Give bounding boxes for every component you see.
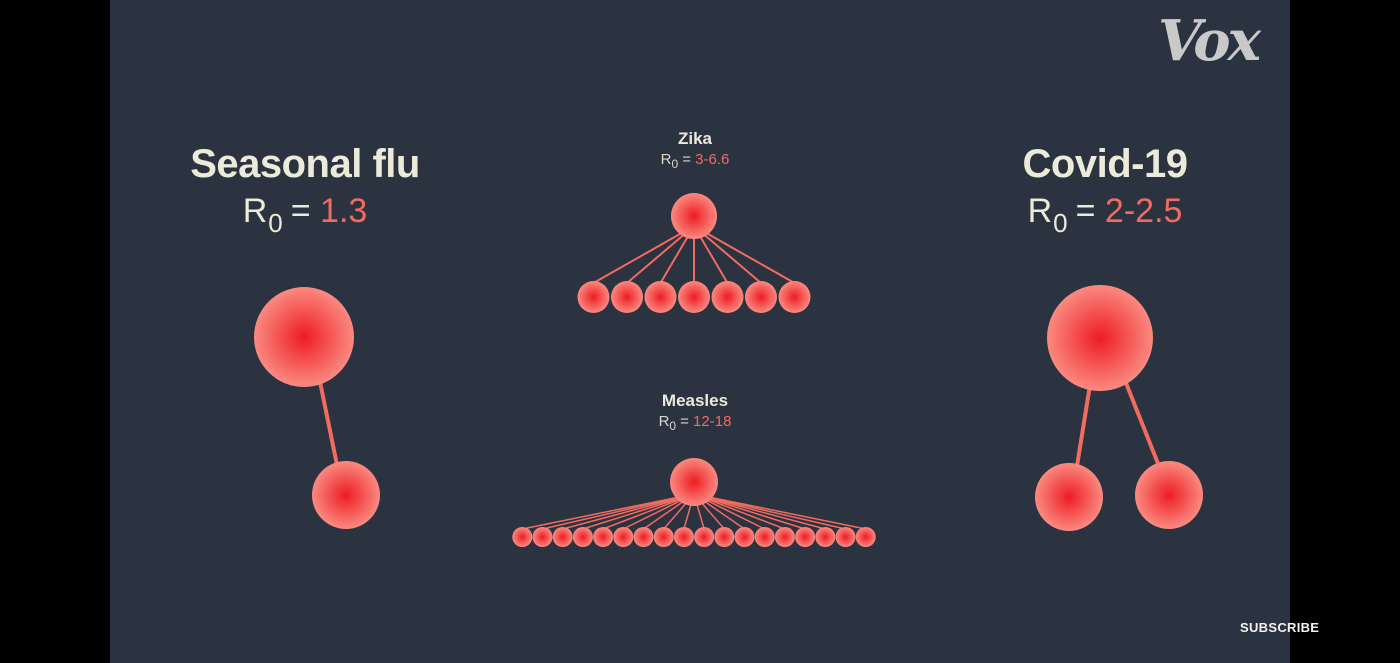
zika-r0-value: 3-6.6 xyxy=(695,151,730,168)
r-label: R xyxy=(660,151,672,168)
measles-link xyxy=(582,493,695,530)
measles-link xyxy=(562,493,695,530)
zika-child-node xyxy=(778,281,811,313)
zika-link xyxy=(593,225,695,284)
covid-r0: R0= 2-2.5 xyxy=(910,192,1300,238)
measles-r0-value: 12-18 xyxy=(693,413,732,430)
measles-child-node xyxy=(855,527,876,547)
measles-link xyxy=(693,493,866,530)
flu-parent-node xyxy=(254,287,354,387)
zika-child-node xyxy=(745,281,777,313)
covid-child-node xyxy=(1135,461,1203,529)
flu-child-node xyxy=(312,461,380,529)
covid-title: Covid-19 xyxy=(1022,142,1188,186)
transmission-diagram xyxy=(254,193,1203,547)
measles-child-node xyxy=(795,527,816,547)
measles-child-node xyxy=(653,527,674,547)
measles-child-node xyxy=(613,527,634,547)
measles-parent-node xyxy=(670,458,718,506)
measles-child-node xyxy=(694,527,715,547)
video-frame: Vox Seasonal flu R0= 1.3 Covid-19 R0= 2-… xyxy=(110,0,1319,663)
zika-parent-node xyxy=(671,193,717,239)
r-subscript: 0 xyxy=(1053,208,1068,238)
measles-child-node xyxy=(754,527,775,547)
zika-child-node xyxy=(611,281,643,313)
covid-r0-value: 2-2.5 xyxy=(1104,192,1183,230)
measles-title: Measles xyxy=(661,391,729,410)
measles-child-node xyxy=(714,527,735,547)
r-label: R xyxy=(242,192,268,230)
equals-sign: = xyxy=(680,413,689,430)
seasonal-flu-r0-value: 1.3 xyxy=(320,192,368,230)
measles-child-node xyxy=(532,527,553,547)
measles-child-node xyxy=(815,527,836,547)
seasonal-flu-title: Seasonal flu xyxy=(190,142,420,186)
measles-child-node xyxy=(552,527,573,547)
r-label: R xyxy=(1027,192,1053,230)
zika-r0: R0= 3-6.6 xyxy=(595,151,795,171)
r-subscript: 0 xyxy=(268,208,283,238)
zika-title: Zika xyxy=(677,129,713,148)
flu-link xyxy=(316,371,339,466)
r-label: R xyxy=(658,413,670,430)
subscribe-button[interactable]: SUBSCRIBE xyxy=(1240,620,1320,635)
equals-sign: = xyxy=(682,151,691,168)
measles-child-node xyxy=(633,527,654,547)
covid-link xyxy=(1124,382,1161,467)
zika-link xyxy=(693,225,795,284)
measles-child-node xyxy=(512,527,533,547)
measles-child-node xyxy=(734,527,755,547)
covid-child-node xyxy=(1035,463,1103,531)
zika-child-node xyxy=(711,281,744,313)
measles-link xyxy=(693,493,826,530)
r-subscript: 0 xyxy=(669,419,677,433)
vox-logo: Vox xyxy=(1158,8,1261,74)
zika-child-node xyxy=(644,281,677,313)
measles-child-node xyxy=(593,527,614,547)
covid-parent-node xyxy=(1047,285,1153,391)
equals-sign: = xyxy=(1075,192,1096,230)
measles-child-node xyxy=(835,527,856,547)
measles-child-node xyxy=(774,527,795,547)
measles-link xyxy=(693,493,806,530)
zika-child-node xyxy=(678,281,710,313)
zika-child-node xyxy=(577,281,610,313)
r-subscript: 0 xyxy=(671,157,679,171)
measles-r0: R0= 12-18 xyxy=(595,413,795,433)
measles-child-node xyxy=(673,527,694,547)
measles-link xyxy=(542,493,695,530)
covid-link xyxy=(1075,384,1092,467)
seasonal-flu-r0: R0= 1.3 xyxy=(110,192,500,238)
measles-child-node xyxy=(572,527,593,547)
measles-link xyxy=(522,493,695,530)
equals-sign: = xyxy=(290,192,311,230)
